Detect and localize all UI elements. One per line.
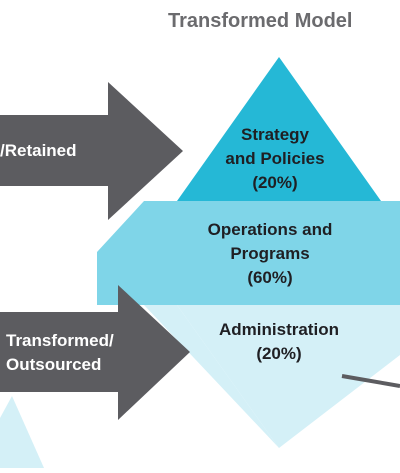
- arrow-retained: [0, 82, 183, 220]
- arrow-outsourced-label-line-2: Outsourced: [6, 355, 102, 374]
- strategy-label-line-2: and Policies: [225, 149, 325, 168]
- administration-label: Administration (20%): [194, 318, 364, 366]
- operations-label-line-2: Programs: [230, 244, 310, 263]
- connector-line: [341, 374, 400, 388]
- administration-label-line-1: Administration: [219, 320, 339, 339]
- diamond-section-strategy: [177, 57, 381, 201]
- operations-label-line-1: Operations and: [207, 220, 333, 239]
- arrow-outsourced-label: Transformed/ Outsourced: [6, 329, 146, 377]
- strategy-label: Strategy and Policies (20%): [190, 123, 360, 195]
- arrow-outsourced: [0, 285, 190, 420]
- arrow-retained-label-line: /Retained: [0, 141, 77, 160]
- diamond-section-administration: [144, 305, 400, 448]
- operations-label: Operations and Programs (60%): [180, 218, 360, 290]
- diamond-section-operations: [97, 201, 400, 305]
- administration-label-line-2: (20%): [256, 344, 302, 363]
- arrow-outsourced-label-line-1: Transformed/: [6, 331, 114, 350]
- diagram-title: Transformed Model: [168, 10, 353, 32]
- operations-label-line-3: (60%): [247, 268, 293, 287]
- arrow-retained-label: /Retained: [0, 139, 110, 163]
- strategy-label-line-1: Strategy: [240, 125, 310, 144]
- left-partial-shape: [0, 396, 44, 468]
- strategy-label-line-3: (20%): [252, 173, 298, 192]
